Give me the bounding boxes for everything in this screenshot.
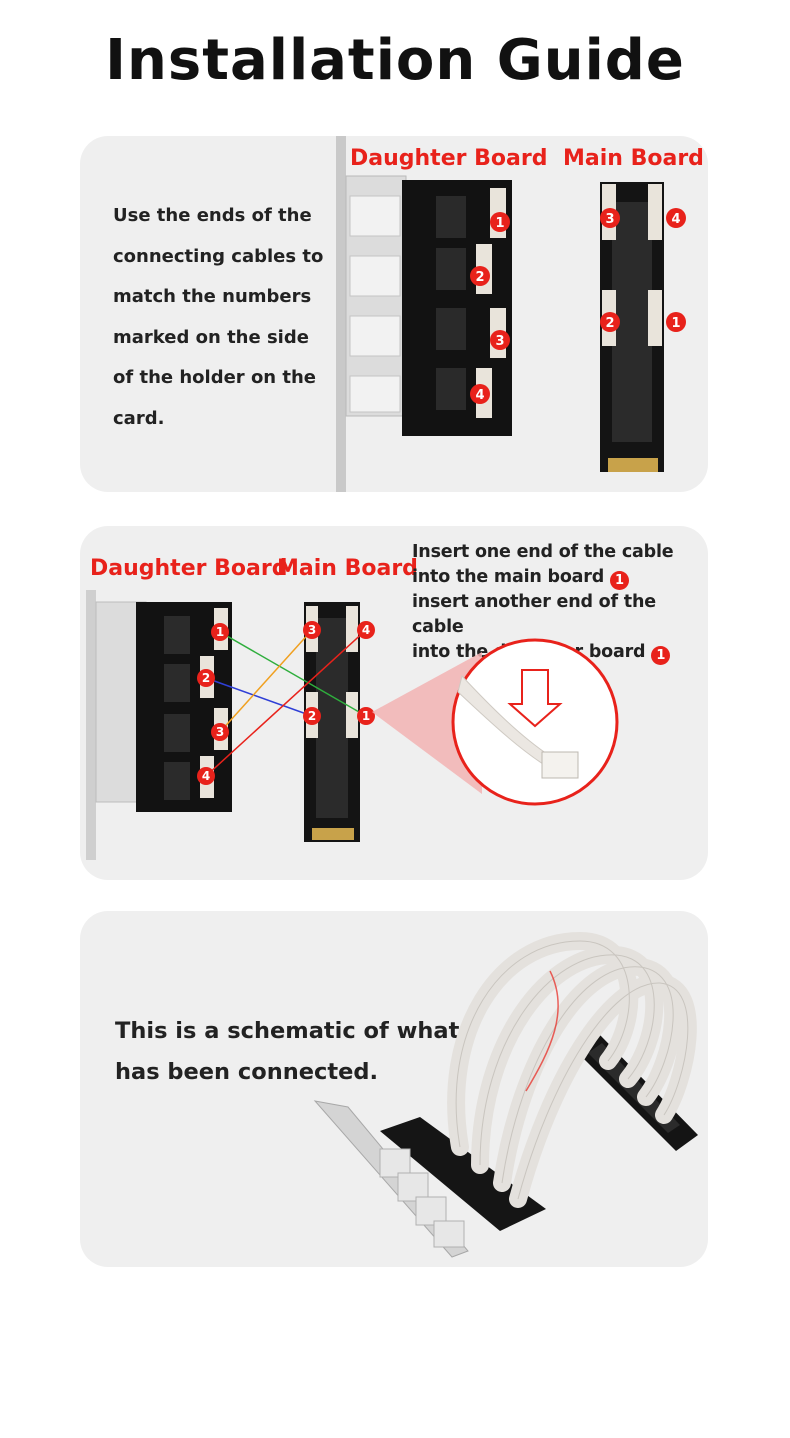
svg-text:2: 2 [202, 671, 210, 685]
step3-assembled-illustration [313, 931, 698, 1258]
main-number-1: 1 [671, 316, 680, 331]
daughter-board-label: Daughter Board [350, 146, 548, 171]
daughter-number-2: 2 [475, 270, 484, 285]
step1-panel: Use the ends of the connecting cables to… [80, 136, 708, 492]
step2-line1: Insert one end of the cable [412, 542, 674, 562]
step2-wiring-illustration: 1 2 3 4 3 4 2 1 [86, 590, 619, 860]
main-board-label: Main Board [563, 146, 704, 171]
number-1-badge-2: 1 [651, 646, 671, 665]
step2-panel: Daughter Board Main Board Insert one end… [80, 526, 708, 880]
daughter-number-3: 3 [495, 334, 504, 349]
step2-line2-wrap: into the main board 1 [412, 565, 708, 590]
step2-line2: into the main board [412, 567, 605, 587]
svg-text:4: 4 [362, 623, 370, 637]
main-number-2: 2 [605, 316, 614, 331]
main-number-3: 3 [605, 212, 614, 227]
svg-text:2: 2 [308, 709, 316, 723]
svg-text:3: 3 [216, 725, 224, 739]
step1-boards-illustration: 1 2 3 4 3 4 2 1 [336, 136, 686, 492]
step3-panel: This is a schematic of what has been con… [80, 911, 708, 1267]
daughter-number-1: 1 [495, 216, 504, 231]
step2-line3: insert another end of the cable [412, 592, 656, 637]
step3-text: This is a schematic of what has been con… [115, 1018, 460, 1085]
main-board-label-2: Main Board [277, 556, 418, 581]
svg-text:3: 3 [308, 623, 316, 637]
daughter-board-label-2: Daughter Board [90, 556, 288, 581]
svg-text:1: 1 [216, 625, 224, 639]
step1-instructions: Use the ends of the connecting cables to… [113, 205, 324, 429]
main-number-4: 4 [671, 212, 680, 227]
svg-text:4: 4 [202, 769, 210, 783]
daughter-number-4: 4 [475, 388, 484, 403]
number-1-badge: 1 [609, 571, 629, 590]
svg-text:1: 1 [362, 709, 370, 723]
page-title: Installation Guide [105, 28, 685, 93]
